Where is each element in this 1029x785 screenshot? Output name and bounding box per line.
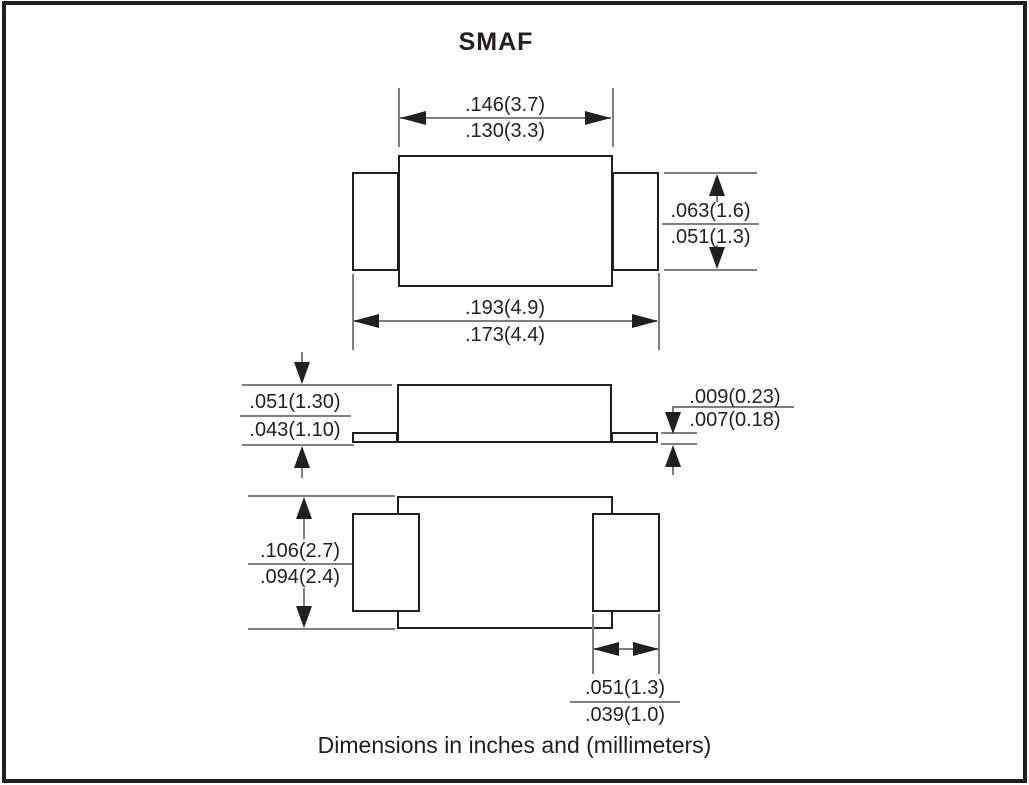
side-view-body-outline bbox=[397, 384, 612, 443]
dim-label-terminal-pad-length-min: .039(1.0) bbox=[584, 704, 666, 726]
arrowhead-left bbox=[593, 642, 619, 656]
extension-line bbox=[398, 88, 400, 147]
extension-line bbox=[661, 443, 697, 445]
bottom-view-right-pad bbox=[592, 513, 660, 612]
dimension-line bbox=[400, 117, 611, 119]
arrowhead-up bbox=[296, 497, 312, 519]
fraction-bar bbox=[662, 223, 759, 225]
extension-line bbox=[352, 274, 354, 350]
dimension-note-caption: Dimensions in inches and (millimeters) bbox=[317, 732, 712, 758]
bottom-view-body-outline bbox=[397, 496, 613, 629]
arrowhead-down bbox=[296, 606, 312, 628]
extension-line bbox=[658, 273, 660, 350]
dimension-line bbox=[354, 320, 657, 322]
arrowhead-left bbox=[400, 111, 426, 125]
fraction-bar bbox=[248, 563, 352, 565]
dimension-line bbox=[716, 194, 718, 202]
dim-label-body-width-bottom-min: .094(2.4) bbox=[259, 566, 341, 588]
top-view-right-terminal bbox=[612, 172, 659, 271]
extension-line bbox=[248, 495, 395, 497]
arrowhead-right bbox=[633, 642, 659, 656]
side-view-right-lead bbox=[611, 432, 658, 443]
dim-label-overall-length-min: .173(4.4) bbox=[464, 324, 546, 346]
arrowhead-down bbox=[294, 362, 310, 384]
package-name-title: SMAF bbox=[458, 28, 534, 56]
side-view-left-lead bbox=[352, 432, 398, 443]
arrowhead-right bbox=[632, 314, 658, 328]
dim-label-profile-height-max: .051(1.30) bbox=[249, 391, 341, 413]
dimension-line bbox=[672, 465, 674, 475]
dim-label-terminal-width-max: .063(1.6) bbox=[670, 200, 751, 222]
top-view-body-outline bbox=[398, 155, 613, 287]
arrowhead-up bbox=[294, 446, 310, 468]
extension-line bbox=[592, 614, 594, 674]
extension-line bbox=[664, 172, 757, 174]
dim-label-body-width-bottom-max: .106(2.7) bbox=[259, 540, 341, 562]
dim-label-overall-length-max: .193(4.9) bbox=[464, 297, 546, 319]
arrowhead-right bbox=[585, 111, 611, 125]
extension-line bbox=[242, 444, 354, 446]
extension-line bbox=[612, 88, 614, 147]
arrowhead-up bbox=[665, 445, 681, 467]
fraction-bar bbox=[672, 406, 794, 408]
fraction-bar bbox=[570, 701, 680, 703]
arrowhead-down bbox=[709, 247, 725, 269]
top-view-left-terminal bbox=[352, 172, 399, 271]
dim-label-terminal-width-min: .051(1.3) bbox=[670, 226, 751, 248]
dimension-line bbox=[301, 352, 303, 365]
bottom-view-left-pad bbox=[352, 513, 420, 612]
arrowhead-left bbox=[353, 314, 379, 328]
dimension-line bbox=[301, 466, 303, 478]
extension-line bbox=[664, 269, 757, 271]
dimension-line bbox=[594, 648, 658, 650]
extension-line bbox=[242, 384, 392, 386]
dim-label-lead-thickness-max: .009(0.23) bbox=[689, 386, 781, 408]
dim-label-profile-height-min: .043(1.10) bbox=[249, 419, 341, 441]
arrowhead-down bbox=[665, 412, 681, 434]
dim-label-body-width-top-max: .146(3.7) bbox=[464, 94, 546, 116]
leader-line bbox=[672, 407, 674, 415]
dim-label-lead-thickness-min: .007(0.18) bbox=[689, 409, 781, 431]
dim-label-terminal-pad-length-max: .051(1.3) bbox=[584, 677, 666, 699]
dim-label-body-width-top-min: .130(3.3) bbox=[464, 120, 546, 142]
dimension-line bbox=[303, 588, 305, 608]
dimension-line bbox=[303, 517, 305, 539]
fraction-bar bbox=[240, 415, 351, 417]
extension-line bbox=[248, 628, 395, 630]
arrowhead-up bbox=[709, 174, 725, 196]
